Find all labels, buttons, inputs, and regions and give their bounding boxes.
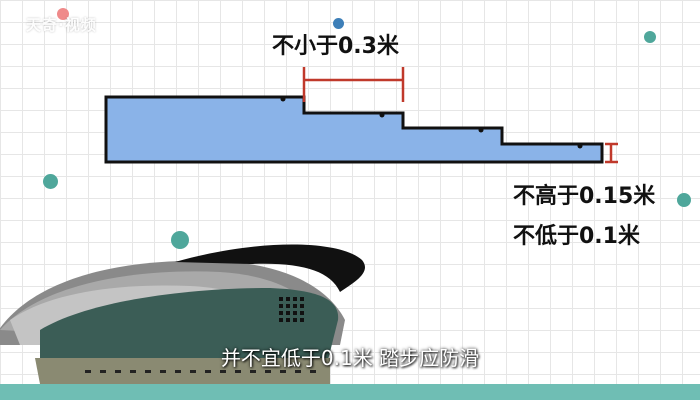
nosing-mark-1 bbox=[280, 96, 286, 102]
video-subtitle: 并不宜低于0.1米 踏步应防滑 bbox=[220, 346, 480, 370]
building-base bbox=[35, 358, 330, 384]
building-body bbox=[40, 288, 339, 360]
riser-height-indicator bbox=[605, 142, 618, 164]
video-watermark: 天奇·视频 bbox=[26, 16, 97, 34]
stairs-profile bbox=[104, 95, 604, 164]
tread-width-indicator bbox=[302, 67, 405, 102]
background-dot-teal-top-right bbox=[644, 31, 656, 43]
window-grid bbox=[279, 297, 304, 322]
background-dot-teal-left bbox=[43, 174, 58, 189]
bottom-bar bbox=[0, 384, 700, 400]
background-dot-blue bbox=[333, 18, 344, 29]
roof-dark-band bbox=[175, 244, 365, 292]
background-dot-pink bbox=[57, 8, 69, 20]
riser-min-label: 不低于0.1米 bbox=[513, 224, 640, 249]
base-windows bbox=[85, 370, 316, 373]
building-illustration bbox=[0, 244, 365, 384]
nosing-mark-4 bbox=[577, 143, 583, 149]
nosing-mark-3 bbox=[478, 127, 484, 133]
nosing-mark-2 bbox=[379, 112, 385, 118]
background-dot-teal-middle bbox=[171, 231, 189, 249]
background-dot-teal-right bbox=[677, 193, 691, 207]
tread-width-label: 不小于0.3米 bbox=[272, 34, 399, 59]
riser-max-label: 不高于0.15米 bbox=[513, 184, 656, 209]
